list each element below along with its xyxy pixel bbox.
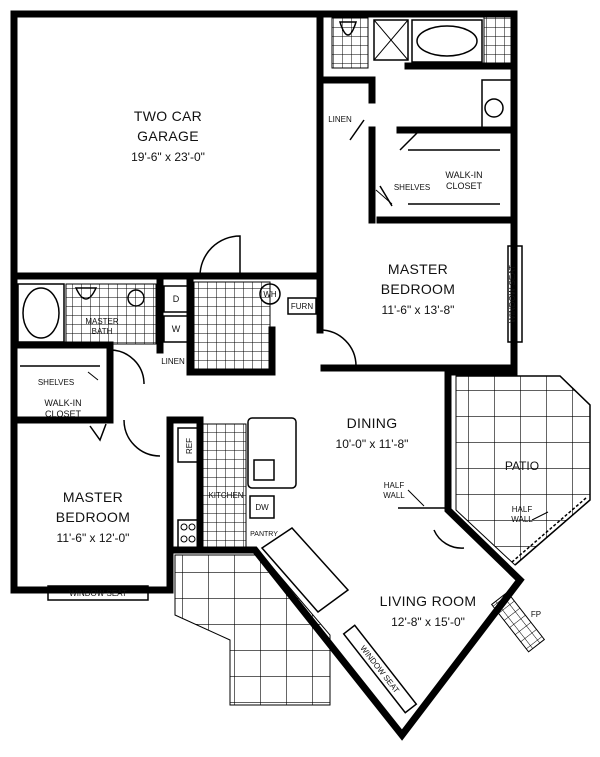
washer-box xyxy=(163,315,189,343)
living-walls xyxy=(166,368,525,741)
bath-tile-2 xyxy=(483,15,513,67)
tub-1-basin xyxy=(416,25,478,57)
bedroom-1-size: 11'-6" x 13'-8" xyxy=(382,303,455,317)
toilet-2 xyxy=(74,287,98,300)
closet-1-label-1: WALK-IN xyxy=(445,170,482,180)
shelves-2-label: SHELVES xyxy=(38,378,74,387)
pantry-block xyxy=(260,527,350,614)
half-wall-2-label-1: HALF xyxy=(512,505,533,514)
closet-2-label-1: WALK-IN xyxy=(44,398,81,408)
half-wall-arrows xyxy=(407,489,549,521)
walls xyxy=(10,10,591,741)
tub-1 xyxy=(411,19,483,63)
bed2-door-swing xyxy=(123,419,161,457)
kitchen-tile xyxy=(199,423,247,551)
shelves-arrows xyxy=(87,189,393,381)
burner-4 xyxy=(188,535,196,543)
fixtures xyxy=(17,19,549,714)
dw-label: DW xyxy=(255,503,269,512)
sink-kitchen xyxy=(253,459,275,481)
closet-1-label-2: CLOSET xyxy=(446,181,483,191)
tub-2 xyxy=(17,283,65,343)
garage-walls xyxy=(10,10,324,280)
kitchen-left-wall xyxy=(166,416,204,554)
kitchen-name: KITCHEN xyxy=(208,491,243,500)
window-seat-1-box xyxy=(507,245,523,343)
bedroom-1-name-2: BEDROOM xyxy=(381,281,455,297)
bedroom-2-size: 11'-6" x 12'-0" xyxy=(57,531,130,545)
room-labels: TWO CAR GARAGE 19'-6" x 23'-0" MASTER BE… xyxy=(56,108,539,629)
dryer-box xyxy=(163,285,189,313)
counter xyxy=(247,417,297,489)
shower xyxy=(373,19,409,61)
patio-door-swing xyxy=(433,529,465,549)
bed1-door-swing xyxy=(319,329,357,367)
laundry-wall xyxy=(186,276,276,376)
living-size: 12'-8" x 15'-0" xyxy=(391,615,465,629)
linen-1-label: LINEN xyxy=(328,115,352,124)
vanity-1 xyxy=(481,79,513,129)
burner-3 xyxy=(180,535,188,543)
half-wall-1-label-2: WALL xyxy=(383,491,405,500)
linen-door-1 xyxy=(349,119,365,141)
closet-2-label-2: CLOSET xyxy=(45,409,82,419)
patio-half-wall xyxy=(511,497,587,563)
closet-door-1 xyxy=(379,131,419,207)
fireplace-label: FP xyxy=(531,610,541,619)
sink-1 xyxy=(484,98,504,118)
left-wing-walls xyxy=(10,272,174,594)
ref-box xyxy=(177,427,199,463)
toilet-1 xyxy=(338,21,358,36)
entry-tile xyxy=(174,554,331,706)
bedroom-2-name-2: BEDROOM xyxy=(56,509,130,525)
window-seat-1-label: WINDOW SEAT xyxy=(508,265,517,323)
bath-wall xyxy=(316,76,376,104)
bath-tile-3 xyxy=(65,283,157,345)
ref-label: REF xyxy=(185,438,194,454)
furnace-label: FURN xyxy=(291,302,313,311)
garage-name-2: GARAGE xyxy=(137,128,199,144)
closet-shelves-1 xyxy=(408,149,500,205)
garage-door-swing xyxy=(199,235,241,277)
hearth-tile xyxy=(490,591,546,653)
window-seat-3-box xyxy=(342,624,418,714)
bath-name-1: MASTER xyxy=(85,317,119,326)
sink-2 xyxy=(127,289,145,307)
pantry-label: PANTRY xyxy=(250,531,278,538)
half-wall-1-label-1: HALF xyxy=(384,481,405,490)
laundry-tile xyxy=(193,281,271,373)
range xyxy=(177,519,199,549)
water-heater-label: WH xyxy=(263,290,277,299)
tub-2-basin xyxy=(22,287,60,339)
tile-areas xyxy=(65,15,591,706)
washer-label: W xyxy=(172,324,181,334)
dining-size: 10'-0" x 11'-8" xyxy=(336,437,409,451)
burner-1 xyxy=(180,523,188,531)
bath-tile-1 xyxy=(331,17,369,69)
dryer-label: D xyxy=(173,294,180,304)
linen-2-label: LINEN xyxy=(161,357,185,366)
burner-2 xyxy=(188,523,196,531)
living-name: LIVING ROOM xyxy=(380,593,477,609)
garage-name-1: TWO CAR xyxy=(134,108,202,124)
closet-door-2 xyxy=(89,423,107,442)
window-seat-2-label: WINDOW SEAT xyxy=(69,589,127,598)
shower-drain xyxy=(373,19,409,61)
dw-box xyxy=(249,495,275,519)
water-heater-circle xyxy=(259,283,281,305)
bedroom-1-name-1: MASTER xyxy=(388,261,448,277)
patio-name: PATIO xyxy=(505,459,539,473)
dining-name: DINING xyxy=(347,415,398,431)
bath-name-2: BATH xyxy=(92,327,113,336)
window-seat-2-box xyxy=(47,585,149,601)
bedroom-2-name-1: MASTER xyxy=(63,489,123,505)
bath2-door-swing xyxy=(109,349,145,385)
shelves-1-label: SHELVES xyxy=(394,183,430,192)
master-suite-walls xyxy=(316,10,518,372)
half-wall-2-label-2: WALL xyxy=(511,515,533,524)
garage-size: 19'-6" x 23'-0" xyxy=(131,150,205,164)
furnace-box xyxy=(287,297,317,315)
patio-edge xyxy=(456,375,591,566)
